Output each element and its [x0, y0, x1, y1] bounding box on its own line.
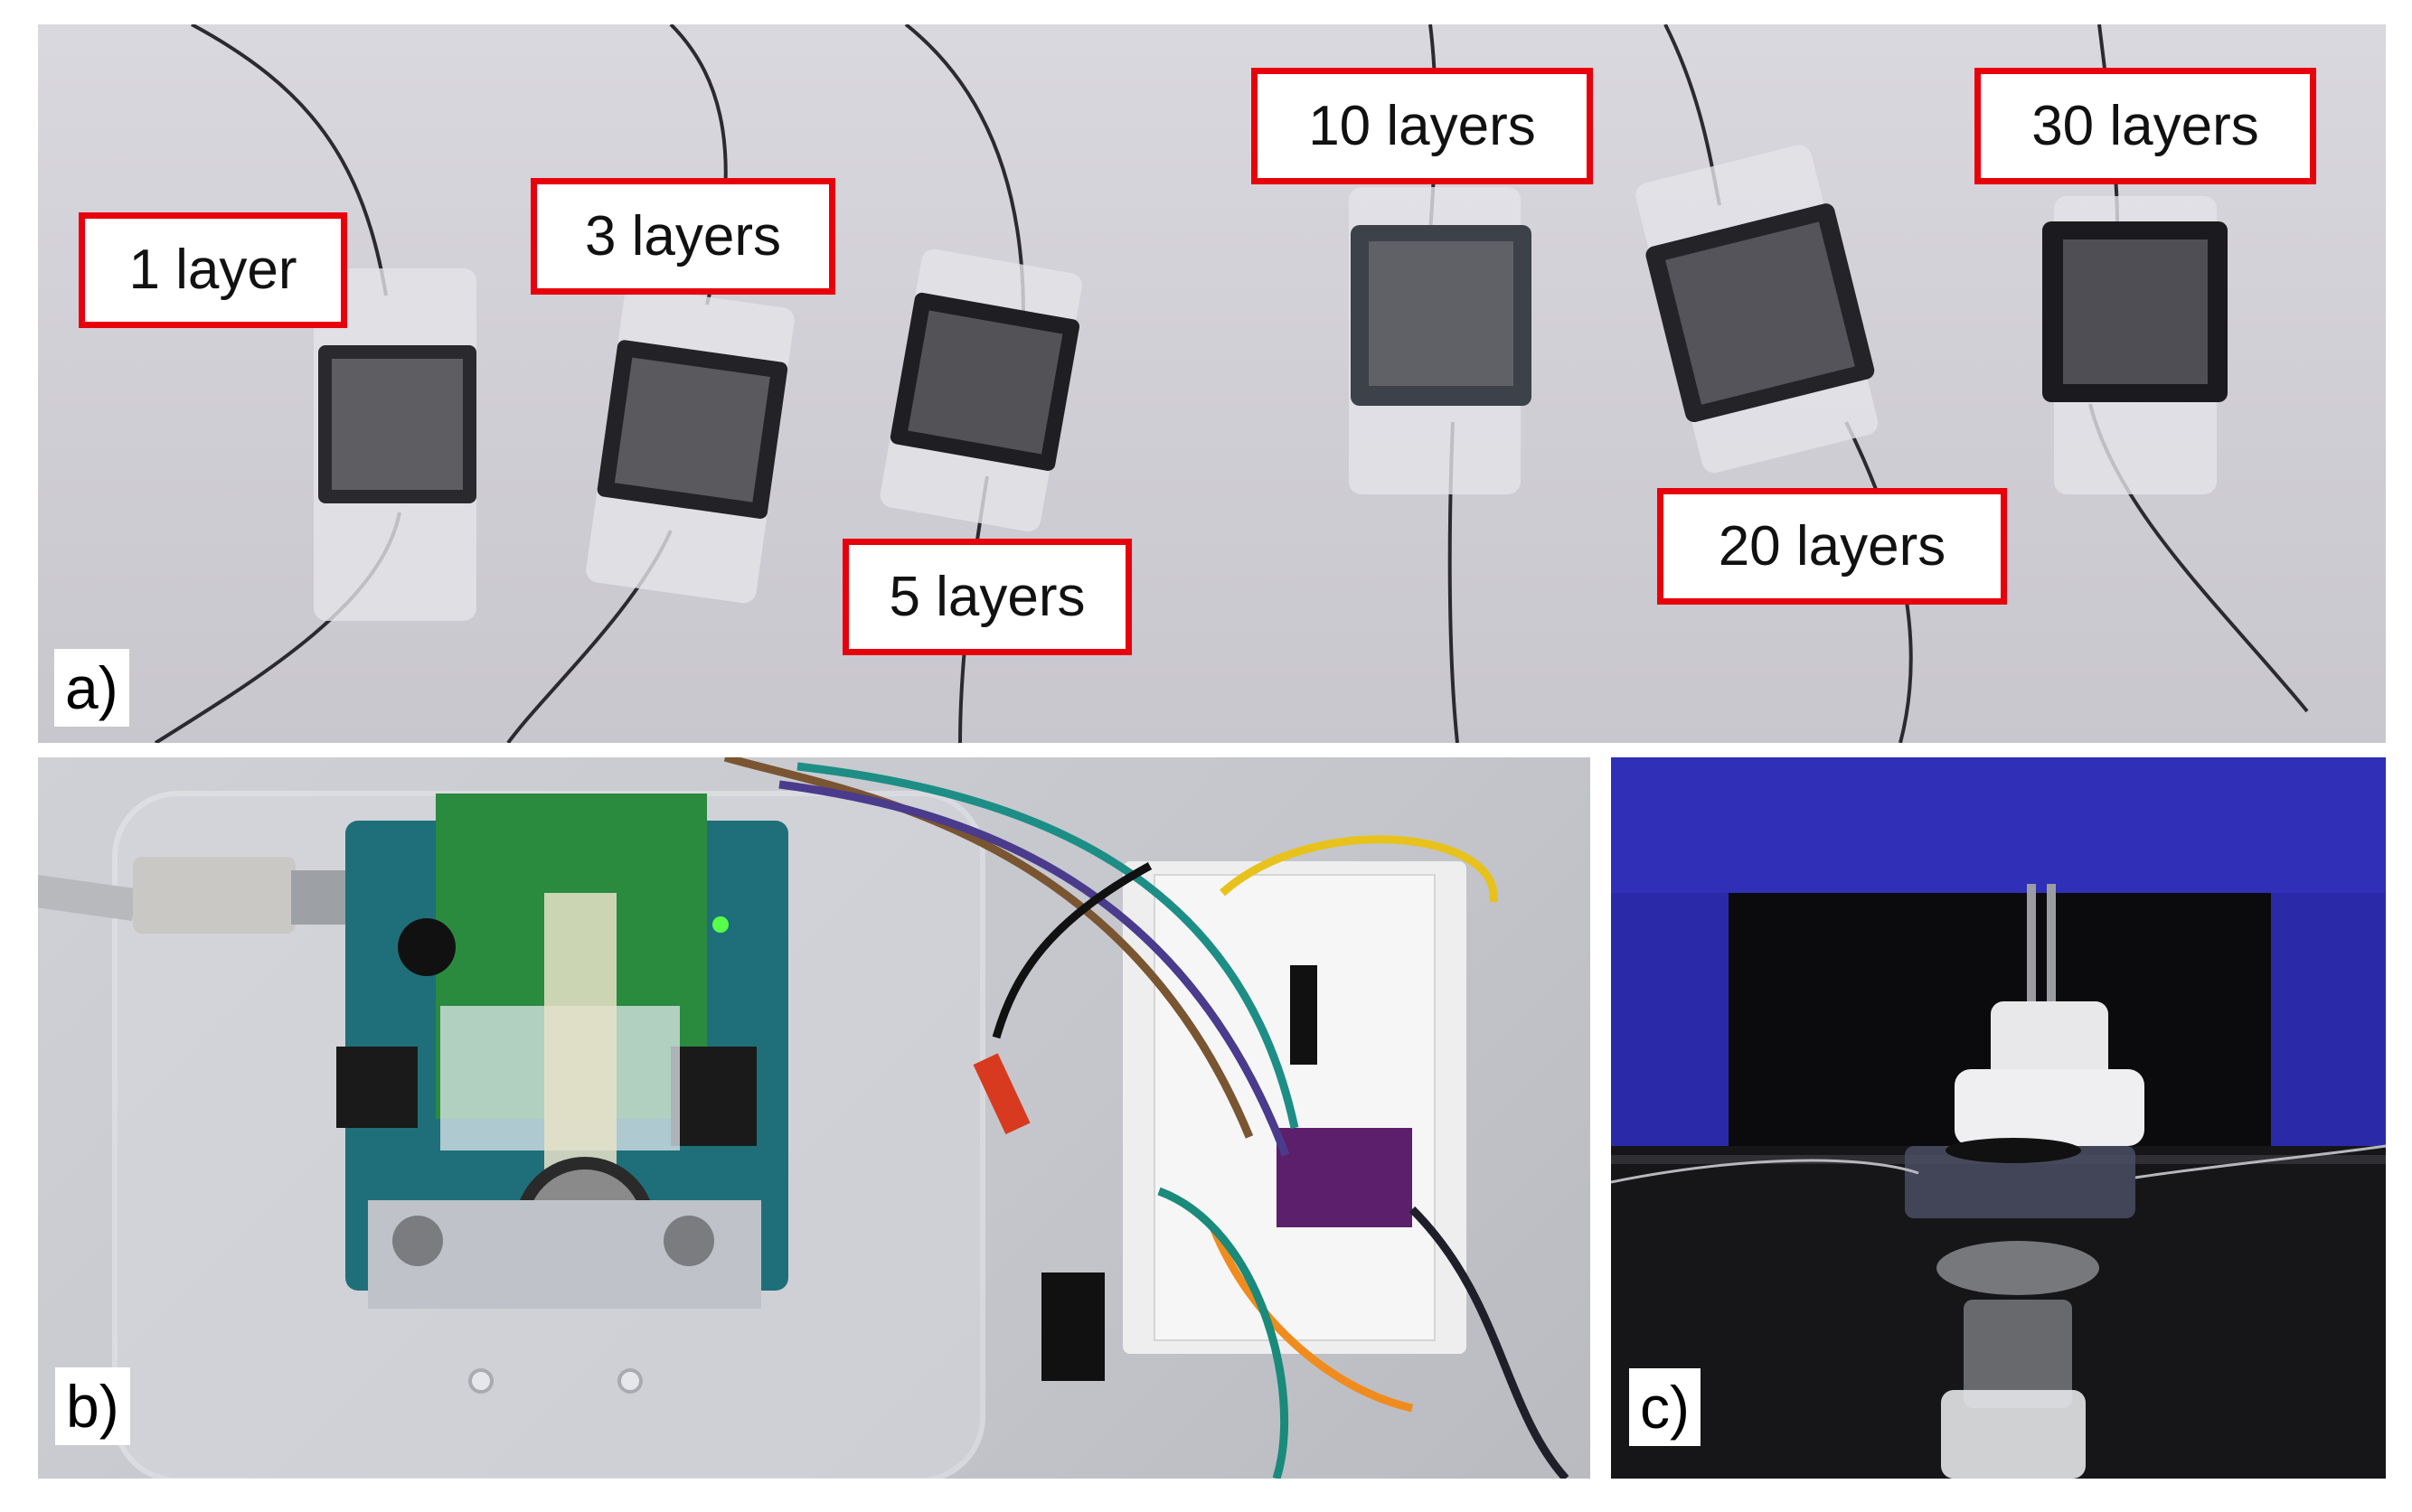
indenter-tip: [1991, 1001, 2108, 1083]
buzzer: [398, 918, 456, 976]
usb-connector: [133, 857, 296, 934]
panel-a-sensor-samples-photo: 1 layer 3 layers 5 layers 10 layers 20 l…: [38, 24, 2386, 743]
label-20-layers: 20 layers: [1657, 488, 2007, 605]
panel-b-scene: [38, 757, 1569, 1479]
black-connector: [1041, 1273, 1105, 1381]
ic-chip: [1290, 965, 1317, 1065]
label-3-layers: 3 layers: [531, 178, 835, 295]
sensor-10-layers: [1349, 187, 1531, 494]
label-1-layer: 1 layer: [79, 212, 347, 328]
panel-letter-a: a): [54, 649, 129, 727]
sensor-5-layers: [880, 249, 1082, 532]
label-5-layers: 5 layers: [843, 539, 1132, 655]
label-30-layers: 30 layers: [1974, 68, 2316, 184]
indenter-rod: [2027, 884, 2036, 1038]
usb-cable: [38, 874, 137, 921]
label-10-layers: 10 layers: [1251, 68, 1593, 184]
sensor-3-layers: [586, 286, 795, 604]
sensor-strip: [544, 893, 617, 1191]
test-frame-crossbar: [1611, 757, 2386, 893]
sensor-under-test: [1905, 1146, 2135, 1218]
panel-c-compression-test-photo: c): [1611, 757, 2386, 1479]
panel-a-scene: [154, 24, 2309, 743]
panel-c-scene: [1611, 757, 2386, 1479]
power-jack: [336, 1047, 418, 1128]
red-connector: [973, 1053, 1031, 1135]
status-led: [712, 916, 729, 933]
jumper-wires: [723, 757, 1569, 1479]
driver-module: [1277, 1128, 1412, 1227]
sensor-20-layers: [1635, 145, 1879, 474]
panel-b-electronics-setup-photo: b): [38, 757, 1590, 1479]
panel-letter-c: c): [1629, 1368, 1701, 1446]
sensor-1-layer: [314, 268, 476, 621]
sensor-30-layers: [2042, 196, 2228, 494]
panel-letter-b: b): [55, 1367, 130, 1445]
